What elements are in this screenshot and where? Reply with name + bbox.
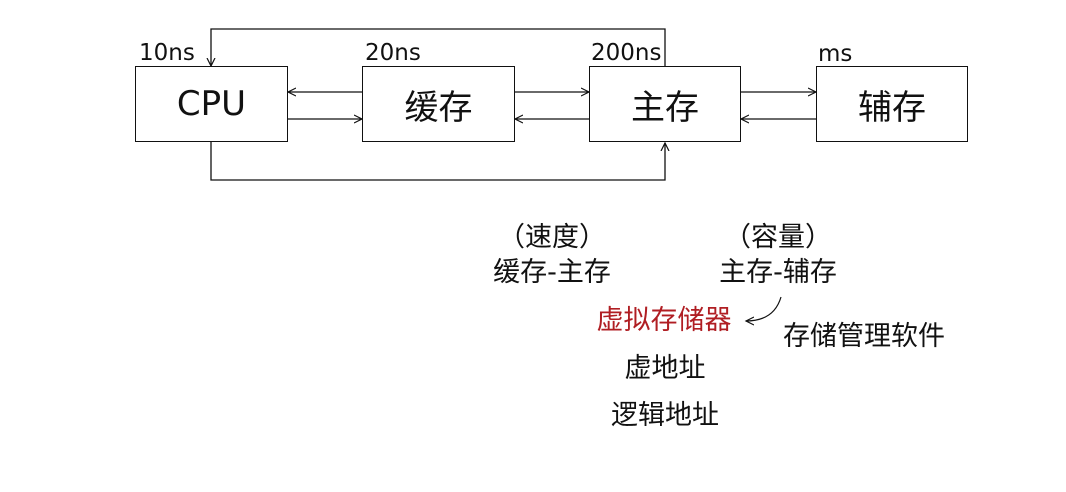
logical-address-label: 逻辑地址 <box>611 400 719 431</box>
main-memory-box: 主存 <box>589 66 741 142</box>
virtual-address-label: 虚地址 <box>624 353 706 384</box>
virtual-memory-label: 虚拟存储器 <box>596 305 732 336</box>
speed-note: （速度） <box>498 222 606 253</box>
cpu-box: CPU <box>135 66 288 142</box>
cache-label: 缓存 <box>404 87 473 128</box>
cpu-label: CPU <box>176 84 247 124</box>
storage-software-label: 存储管理软件 <box>783 321 945 352</box>
main-memory-latency: 200ns <box>591 40 662 66</box>
cache-latency: 20ns <box>365 40 421 66</box>
cache-main-pair: 缓存-主存 <box>493 257 611 288</box>
capacity-note: （容量） <box>724 222 832 253</box>
cpu-latency: 10ns <box>139 40 195 66</box>
aux-memory-box: 辅存 <box>816 66 968 142</box>
aux-memory-latency: ms <box>818 41 853 67</box>
arrow-cpu-to-main-bottom-loop <box>210 142 665 181</box>
main-memory-label: 主存 <box>631 87 699 128</box>
main-aux-pair: 主存-辅存 <box>719 257 837 288</box>
cache-box: 缓存 <box>362 66 515 142</box>
arrow-software-to-virtual-memory <box>746 296 782 321</box>
arrow-main-to-cpu-top-loop <box>211 28 666 67</box>
aux-memory-label: 辅存 <box>858 87 926 128</box>
